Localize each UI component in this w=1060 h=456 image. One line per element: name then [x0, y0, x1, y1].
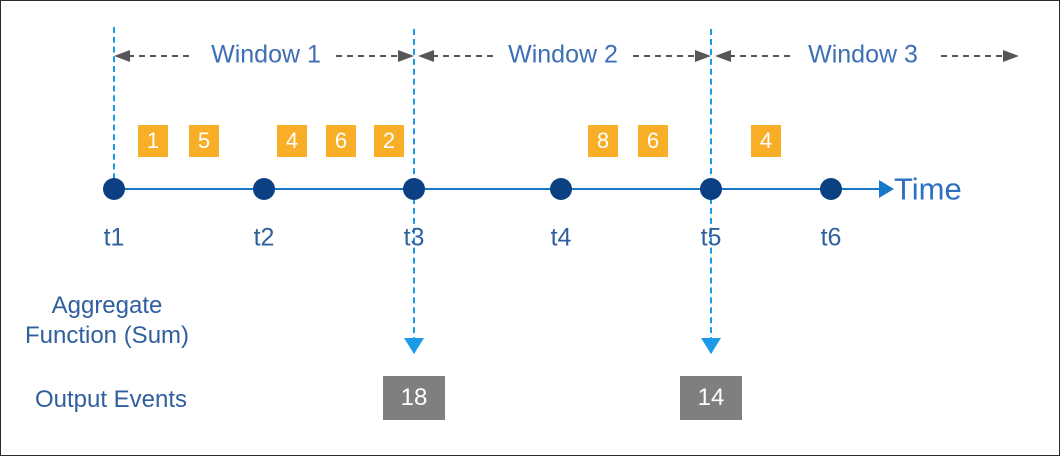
event-box: 4: [751, 125, 781, 157]
aggregate-function-label: Aggregate Function (Sum): [24, 292, 190, 349]
event-box: 4: [277, 125, 307, 157]
tick-label-t1: t1: [103, 223, 125, 252]
time-axis-arrowhead: [879, 180, 894, 198]
event-dot-t5: [700, 178, 722, 200]
event-box: 6: [326, 125, 356, 157]
event-box: 2: [374, 125, 404, 157]
event-box: 6: [638, 125, 668, 157]
tick-label-t3: t3: [403, 223, 425, 252]
time-axis-label: Time: [894, 171, 962, 207]
output-drop-arrow-t5: [701, 338, 721, 354]
time-axis-line: [106, 188, 881, 190]
output-box: 18: [383, 376, 445, 420]
output-box: 14: [680, 376, 742, 420]
window-2-arrow-right: [633, 49, 711, 62]
window-1-arrow-left: [114, 49, 192, 62]
event-box: 8: [588, 125, 618, 157]
tick-label-t5: t5: [700, 223, 722, 252]
tick-label-t2: t2: [253, 223, 275, 252]
window-1-label: Window 1: [211, 40, 321, 69]
window-3-arrow-right: [941, 49, 1019, 62]
event-box: 5: [189, 125, 219, 157]
event-box: 1: [138, 125, 168, 157]
output-drop-arrow-t3: [404, 338, 424, 354]
window-1-arrow-right: [336, 49, 414, 62]
boundary-line-t1: [113, 27, 115, 189]
event-dot-t6: [820, 178, 842, 200]
event-dot-t4: [550, 178, 572, 200]
event-dot-t1: [103, 178, 125, 200]
event-dot-t3: [403, 178, 425, 200]
window-2-arrow-left: [418, 49, 496, 62]
output-events-label: Output Events: [34, 386, 188, 413]
tick-label-t4: t4: [550, 223, 572, 252]
window-2-label: Window 2: [508, 40, 618, 69]
window-3-label: Window 3: [808, 40, 918, 69]
tick-label-t6: t6: [820, 223, 842, 252]
event-dot-t2: [253, 178, 275, 200]
window-3-arrow-left: [715, 49, 793, 62]
